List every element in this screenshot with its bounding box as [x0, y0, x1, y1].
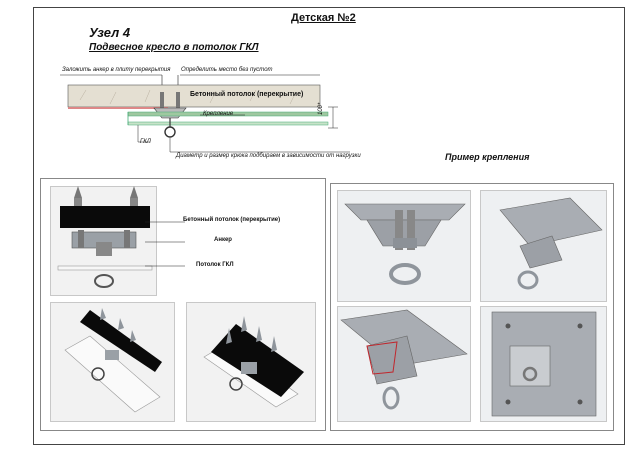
- sheet-title: Детская №2: [291, 12, 356, 24]
- iso-model-svg-2: [203, 316, 304, 408]
- node-subtitle: Подвесное кресло в потолок ГКЛ: [89, 42, 259, 53]
- concrete-slab: [67, 84, 321, 108]
- fastening-label: Крепление: [203, 111, 234, 117]
- node-title: Узел 4: [89, 25, 131, 40]
- example-svg-2: [499, 197, 603, 290]
- drawing-sheet: [33, 7, 625, 445]
- callout-slab: Бетонный потолок (перекрытие): [183, 217, 281, 223]
- front-model-view: [50, 186, 157, 296]
- gkl-sheet: [57, 265, 153, 271]
- callout-leaders: [145, 221, 185, 267]
- slab-block: [60, 206, 150, 228]
- slab-label: Бетонный потолок (перекрытие): [190, 91, 304, 98]
- dimension-label: 100*: [318, 102, 324, 115]
- anchor-note: Заложить анкер в плиту перекрытия: [62, 67, 171, 73]
- anchor-left: [160, 92, 164, 108]
- callout-anchor: Анкер: [214, 237, 232, 243]
- place-note: Определить место без пустот: [181, 67, 273, 73]
- front-model-svg: [57, 186, 153, 288]
- anchor-right: [176, 92, 180, 108]
- gkl-label: ГКЛ: [140, 139, 151, 145]
- example-svg-1: [344, 203, 466, 285]
- hook-ring: [164, 126, 176, 138]
- example-svg-3: [340, 309, 468, 410]
- iso-model-svg-1: [64, 308, 162, 413]
- example-svg-4: [491, 311, 597, 417]
- example-label: Пример крепления: [445, 152, 530, 162]
- hook-note: Диаметр и размер крюка подбираем в завис…: [176, 153, 361, 159]
- callout-ceiling: Потолок ГКЛ: [196, 262, 234, 268]
- section-drawing: [60, 74, 350, 153]
